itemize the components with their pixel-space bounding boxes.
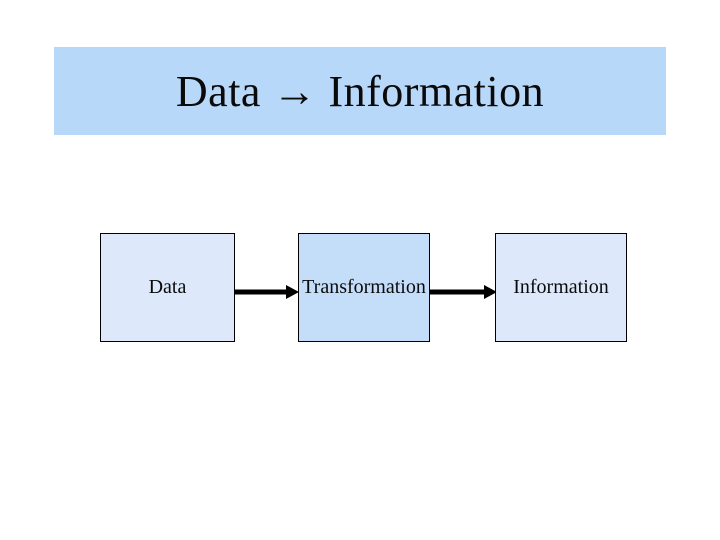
- flow-box-information-label: Information: [513, 276, 609, 298]
- arrow-head: [484, 285, 497, 299]
- flow-box-data: Data: [100, 233, 235, 342]
- flow-box-data-label: Data: [148, 276, 187, 298]
- arrow-head: [286, 285, 299, 299]
- flow-box-transformation-label: Transformation: [302, 276, 426, 298]
- slide-title: Data → Information: [175, 66, 545, 116]
- title-bar: Data → Information: [54, 47, 666, 135]
- flow-box-information: Information: [495, 233, 627, 342]
- arrow-data-to-transformation-icon: [235, 285, 299, 299]
- arrow-transformation-to-information-icon: [430, 285, 497, 299]
- flow-box-transformation: Transformation: [298, 233, 430, 342]
